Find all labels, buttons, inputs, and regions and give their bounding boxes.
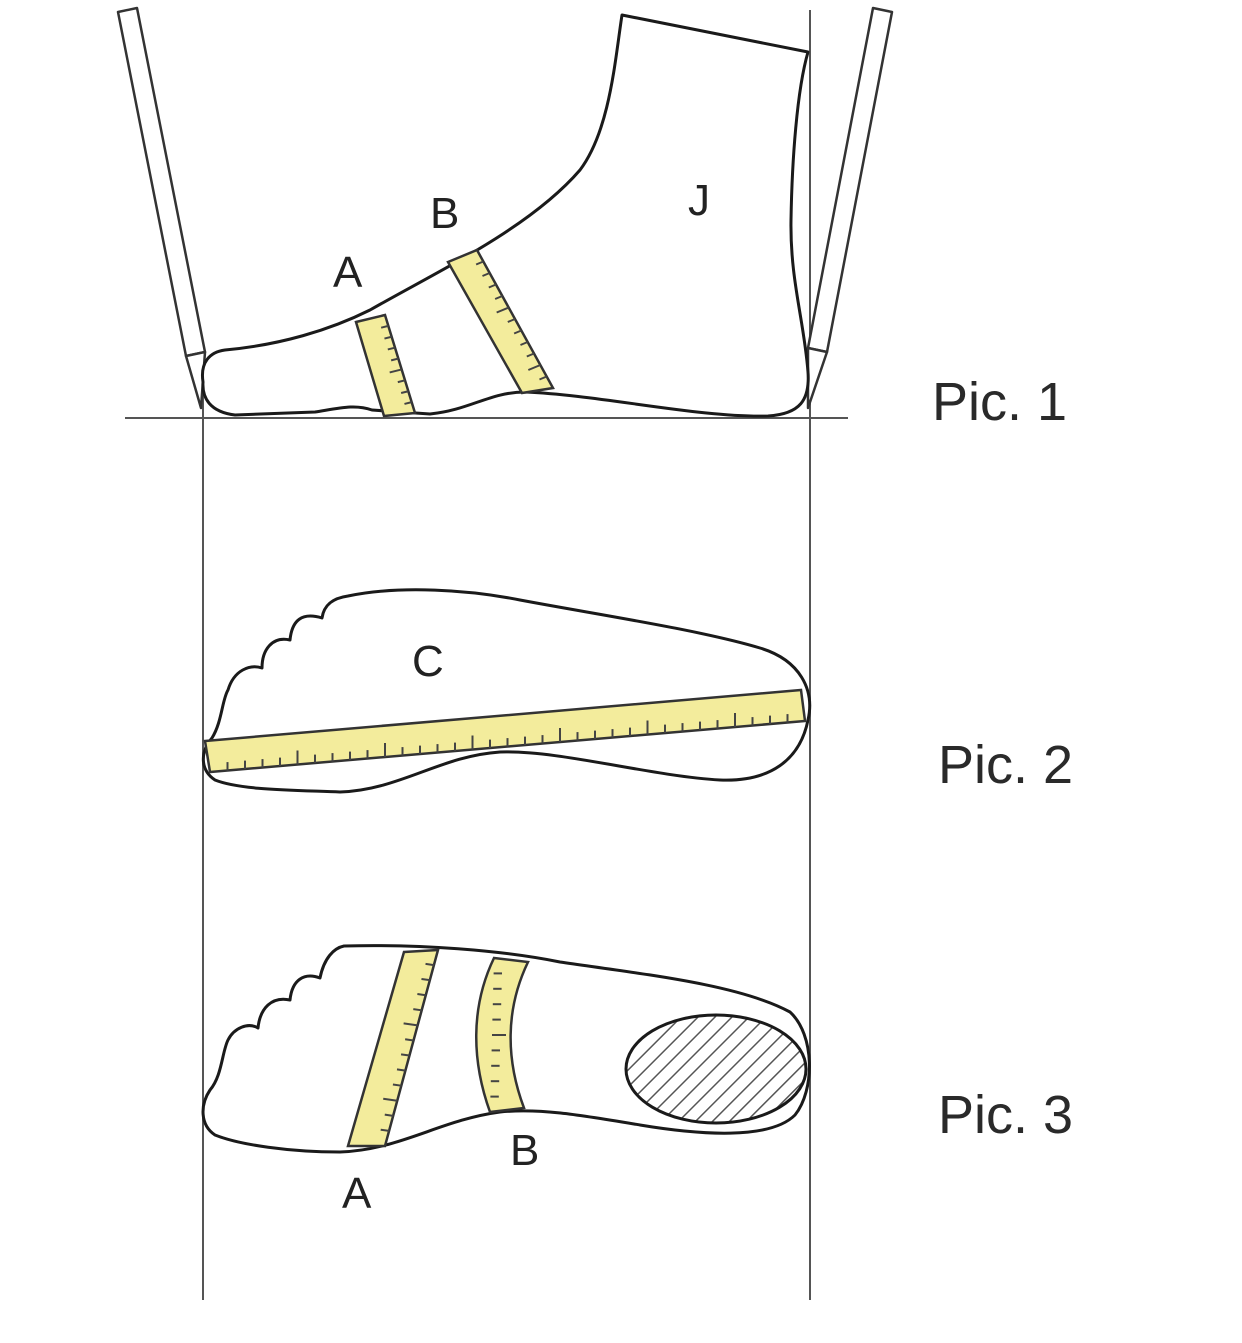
- pic3-sole-view: A B Pic. 3: [201, 944, 1073, 1218]
- tape-a-sole-tick: [400, 1053, 410, 1057]
- pic2-length-view: C Pic. 2: [201, 588, 1073, 795]
- tape-b-side-tick: [520, 341, 529, 346]
- tape-b-side-tick: [488, 283, 497, 289]
- tape-a-sole-tick: [380, 1128, 390, 1132]
- heel-pressure-area: [624, 1013, 808, 1125]
- tape-c-length: [203, 688, 807, 774]
- left-pencil: [116, 6, 207, 410]
- tape-b-side-tick: [475, 260, 484, 266]
- label-a-pic1: A: [333, 248, 363, 297]
- tape-b-side-tick: [526, 352, 535, 358]
- caption-pic1: Pic. 1: [932, 372, 1067, 432]
- tape-a-side-tick: [384, 335, 392, 340]
- tape-tick-marks: [226, 260, 789, 1132]
- tape-a-sole-tick: [425, 962, 435, 967]
- tape-b-side-tick: [527, 364, 541, 371]
- tape-a-side-tick: [387, 346, 396, 351]
- label-j-pic1: J: [688, 176, 710, 225]
- tape-a-sole-tick: [413, 1008, 422, 1012]
- tape-a-side-tick: [380, 324, 389, 329]
- caption-pic2: Pic. 2: [938, 735, 1073, 795]
- tape-a-sole: [346, 948, 440, 1148]
- tape-b-side: [446, 248, 555, 395]
- caption-pic3: Pic. 3: [938, 1085, 1073, 1145]
- tape-b-side-tick: [496, 306, 510, 314]
- right-pencil: [806, 6, 894, 410]
- tape-a-sole-tick: [403, 1022, 418, 1027]
- tape-a-side-tick: [400, 390, 409, 394]
- label-c-pic2: C: [412, 637, 444, 686]
- label-a-pic3: A: [342, 1169, 372, 1218]
- tape-b-side-tick: [513, 329, 522, 335]
- tape-a-side-tick: [389, 368, 402, 374]
- pic1-side-view: A B J Pic. 1: [116, 6, 1067, 432]
- tape-a-side-tick: [404, 401, 412, 405]
- tape-b-side-tick: [507, 318, 516, 323]
- tape-a-side: [354, 313, 417, 418]
- tape-a-sole-tick: [396, 1068, 406, 1072]
- tape-a-sole-tick: [404, 1038, 414, 1042]
- tape-a-sole-tick: [384, 1113, 394, 1117]
- tape-a-sole-tick: [392, 1083, 402, 1087]
- tape-b-side-tick: [494, 295, 503, 300]
- label-b-pic3: B: [510, 1126, 539, 1175]
- tape-a-sole-tick: [421, 977, 430, 982]
- tape-a-side-tick: [390, 357, 399, 362]
- label-b-pic1: B: [430, 189, 459, 238]
- tape-b-side-tick: [482, 272, 491, 277]
- tape-a-side-tick: [397, 379, 406, 384]
- tape-a-sole-tick: [417, 993, 426, 997]
- tape-b-side-tick: [539, 375, 548, 381]
- tape-a-sole-tick: [383, 1097, 398, 1102]
